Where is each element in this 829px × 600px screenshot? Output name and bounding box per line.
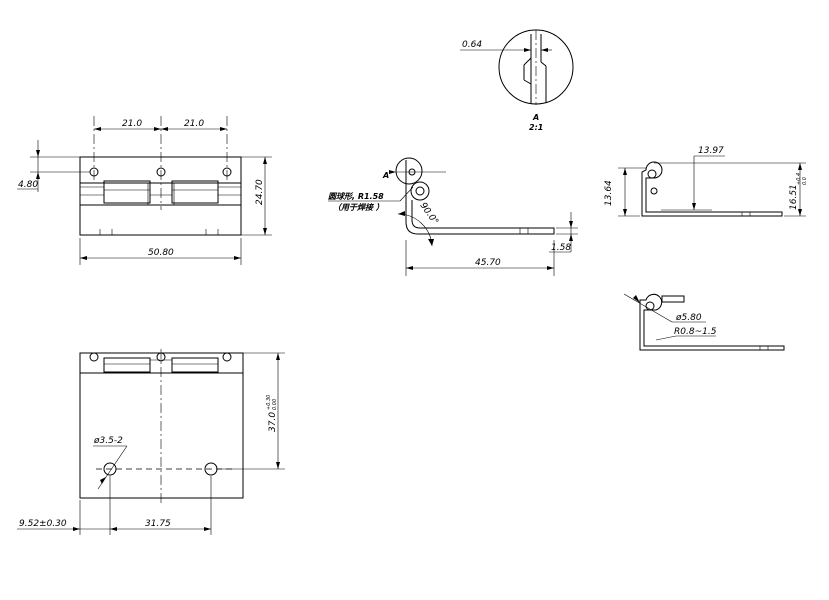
dim-plan-tol-lower: 0.00 (272, 399, 278, 410)
dim-detail-thickness: 0.64 (462, 40, 482, 50)
dim-width: 50.80 (148, 248, 174, 258)
dim-leg-length: 45.70 (475, 258, 501, 268)
plan-view: 37.0 +0.30 0.00 ø3.5-2 9.52±0.30 31.75 (17, 349, 285, 535)
front-knuckle-2 (171, 180, 219, 204)
side-detail-circle (395, 157, 423, 185)
knuckle-leaf (639, 293, 785, 351)
detail-label: A (532, 113, 539, 122)
dim-side-thickness: 1.58 (551, 243, 571, 253)
dim-knuckle-diameter: ø5.80 (675, 313, 702, 323)
plan-leaf-outline (79, 352, 244, 499)
dim-knuckle-radius: R0.8~1.5 (674, 327, 717, 337)
plan-knuckle-1 (103, 357, 151, 373)
end-leaf (641, 161, 783, 217)
dim-overall-height: 16.51 (789, 184, 799, 210)
note-line-1: 圆球形, R1.58 (328, 192, 384, 201)
dim-hole-spacing-left: 21.0 (122, 119, 142, 129)
dim-plan-tol-upper: +0.30 (266, 395, 272, 410)
dim-leg-height: 13.64 (604, 180, 614, 206)
dim-hole-offset: 4.80 (18, 180, 38, 190)
dim-leg-width: 13.97 (698, 146, 724, 156)
dim-overall-tol-upper: +0.4 (796, 173, 802, 185)
end-view: 13.64 13.97 16.51 +0.4 0.0 (604, 146, 808, 217)
side-callout-label: A (382, 171, 389, 180)
front-knuckle-1 (103, 180, 151, 204)
side-view: A 圆球形, R1.58 （用于焊接 ） 90.0° 45.70 1.58 (328, 157, 578, 276)
side-knuckle-outer (410, 181, 430, 201)
plan-hole-right (204, 462, 218, 476)
plan-knuckle-2 (171, 357, 219, 373)
hole-spec: ø3.5-2 (93, 436, 123, 446)
dim-hole-pitch: 31.75 (145, 519, 171, 529)
dim-hole-spacing-right: 21.0 (184, 119, 204, 129)
detail-scale: 2:1 (529, 123, 543, 132)
front-leaf-outline (79, 156, 242, 236)
dim-edge-offset: 9.52±0.30 (19, 519, 67, 529)
dim-plan-depth: 37.0 (268, 412, 278, 432)
front-view: 21.0 21.0 4.80 24.70 50.80 (17, 116, 272, 265)
note-line-2: （用于焊接 ） (333, 202, 384, 212)
plan-hole-left (103, 462, 117, 476)
side-leaf-vertical (405, 160, 555, 235)
detail-a-view: 0.64 A 2:1 (460, 29, 574, 132)
dim-overall-tol-lower: 0.0 (802, 177, 808, 185)
dim-height: 24.70 (255, 179, 265, 205)
knuckle-view: ø5.80 R0.8~1.5 (623, 293, 785, 351)
side-knuckle-inner (415, 186, 425, 196)
